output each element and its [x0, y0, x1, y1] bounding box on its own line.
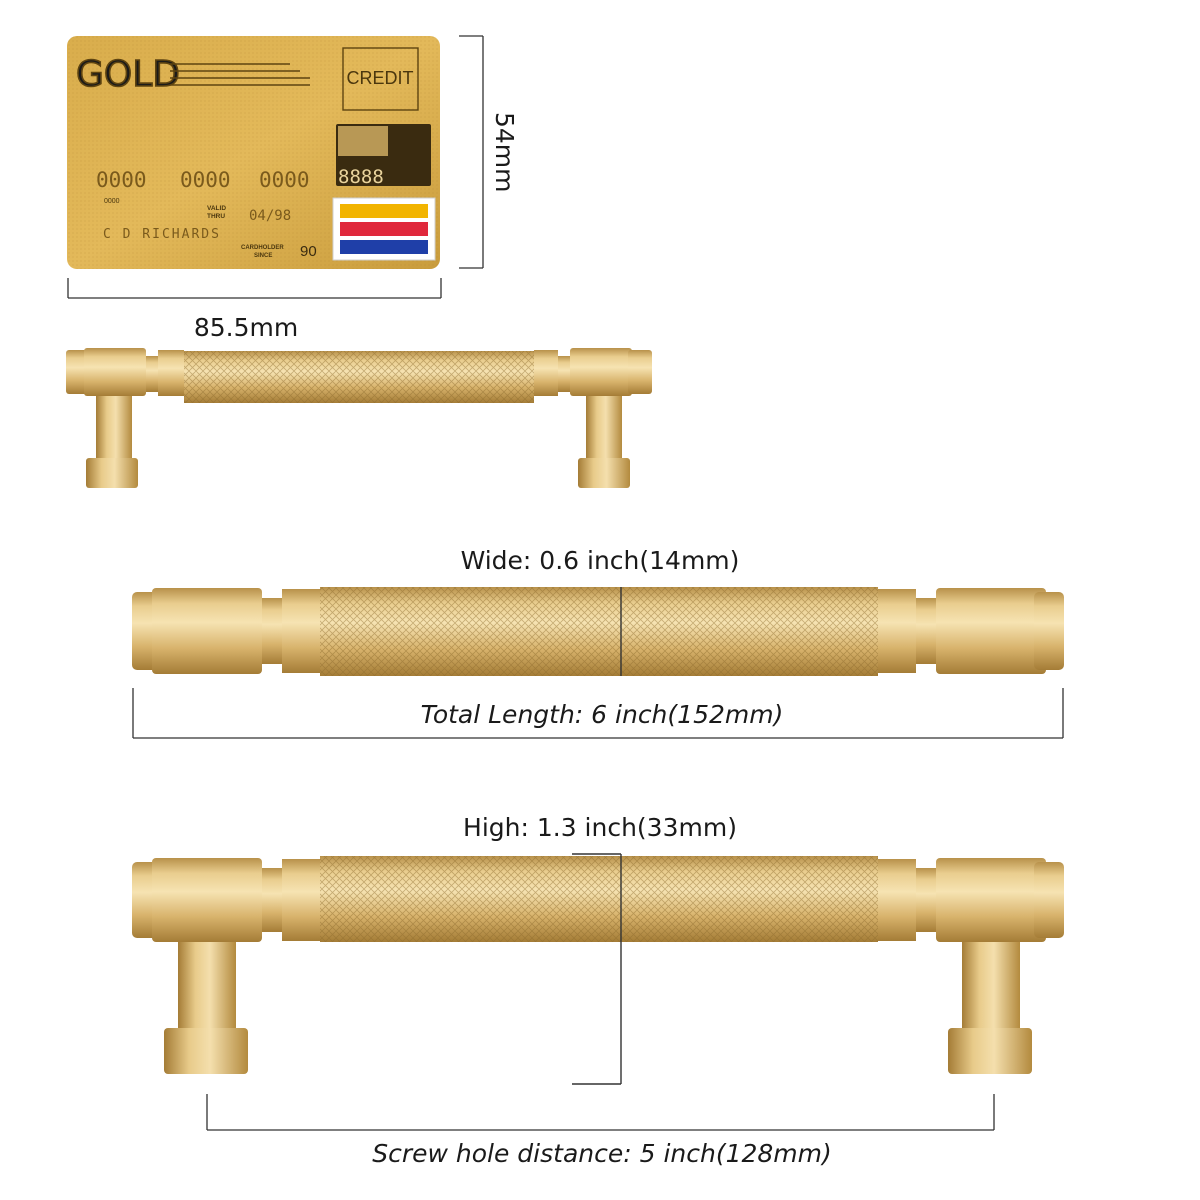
card-stripe-3 — [340, 240, 428, 254]
card-valid-label-1: VALID — [207, 205, 226, 212]
card-since-label-2: SINCE — [254, 253, 272, 259]
card-number-3: 0000 — [259, 168, 310, 192]
card-since-label-1: CARDHOLDER — [241, 245, 284, 251]
card-valid-label-2: THRU — [207, 213, 225, 220]
card-stripe-2 — [340, 222, 428, 236]
total-length-label: Total Length: 6 inch(152mm) — [421, 700, 784, 729]
credit-card: GOLD CREDIT 0000 0000 0000 8888 0000 VAL… — [67, 36, 440, 269]
height-dimension — [572, 853, 622, 1085]
height-label: High: 1.3 inch(33mm) — [463, 813, 737, 842]
card-holder-name: C D RICHARDS — [103, 227, 221, 242]
screw-distance-label: Screw hole distance: 5 inch(128mm) — [372, 1139, 832, 1168]
total-length-dimension — [132, 688, 1064, 739]
card-height-dimension — [459, 35, 484, 269]
card-number-2: 0000 — [180, 168, 231, 192]
card-valid-date: 04/98 — [249, 208, 291, 224]
card-width-dimension — [67, 278, 442, 299]
handle-top-view — [132, 587, 1064, 676]
handle-small-with-legs — [66, 348, 652, 488]
handle-side-view — [132, 856, 1064, 1074]
card-small-code: 0000 — [104, 198, 120, 205]
card-width-label: 85.5mm — [194, 313, 298, 342]
card-height-label: 54mm — [490, 112, 519, 193]
screw-distance-dimension — [206, 1094, 995, 1131]
card-stripe-1 — [340, 204, 428, 218]
width-label: Wide: 0.6 inch(14mm) — [461, 546, 740, 575]
card-type-label: CREDIT — [347, 68, 414, 88]
card-type-box — [342, 47, 419, 111]
card-since-year: 90 — [300, 243, 317, 260]
card-number-1: 0000 — [96, 168, 147, 192]
card-brand-lines — [170, 63, 310, 86]
card-number-4: 8888 — [338, 166, 384, 188]
card-brand: GOLD — [76, 54, 180, 95]
